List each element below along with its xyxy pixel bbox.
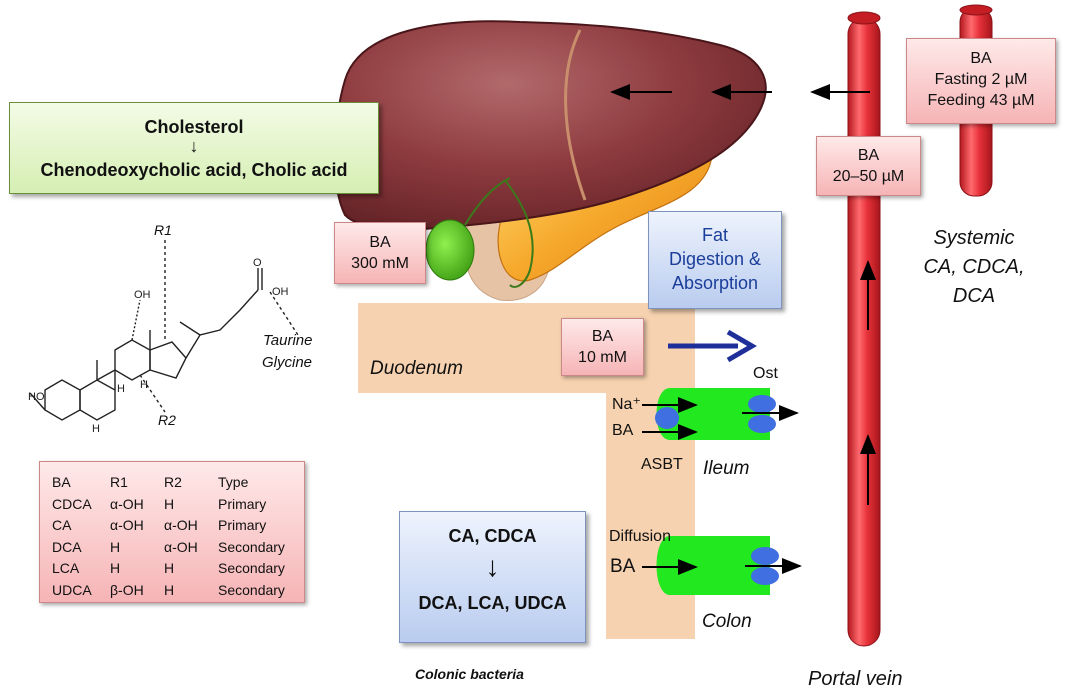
liver-ba-box: BA 300 mM — [334, 222, 426, 284]
duodenum-ba-box: BA 10 mM — [561, 318, 644, 376]
table-header-row: BA R1 R2 Type — [52, 472, 291, 494]
cell: LCA — [52, 560, 80, 577]
fat-label: Fat — [701, 225, 728, 245]
ileum-cell — [642, 388, 799, 440]
cell: UDCA — [52, 581, 92, 598]
cell: DCA — [52, 538, 82, 555]
liver — [333, 20, 767, 231]
table-row: DCA H α-OH Secondary — [52, 537, 291, 559]
portal-ba-value: 20–50 µM — [832, 168, 905, 185]
taurine-label: Taurine — [263, 332, 313, 349]
systemic-label: Systemic — [933, 227, 1015, 249]
systemic-acids-line2: DCA — [952, 285, 996, 307]
portal-vein-label: Portal vein — [808, 668, 903, 690]
portal-ba-label: BA — [857, 147, 880, 164]
absorption-label: Absorption — [671, 273, 759, 293]
systemic-ba-box: BA Fasting 2 µM Feeding 43 µM — [906, 38, 1056, 124]
table-row: CDCA α-OH H Primary — [52, 494, 291, 516]
oh-chain-label: OH — [272, 286, 289, 298]
cell: α-OH — [164, 538, 198, 555]
cell: CA — [52, 517, 72, 534]
cell: α-OH — [110, 517, 144, 534]
systemic-caption: Systemic CA, CDCA, DCA — [918, 224, 1030, 311]
table-row: LCA H H Secondary — [52, 558, 291, 580]
ost-label: Ost — [753, 365, 778, 382]
h-5-label: H — [92, 423, 100, 435]
liver-ba-label: BA — [369, 234, 391, 251]
cell: α-OH — [110, 495, 144, 512]
portal-ba-box: BA 20–50 µM — [816, 136, 921, 196]
r1-label: R1 — [154, 222, 172, 238]
cell: H — [164, 581, 175, 598]
colon-cell — [642, 536, 802, 595]
primary-ba-label: CA, CDCA — [448, 526, 537, 546]
cell: H — [110, 560, 121, 577]
o-carbonyl-label: O — [253, 257, 262, 269]
header-ba: BA — [52, 474, 71, 491]
ho-label: HO — [28, 391, 45, 403]
bile-acid-table-grid: BA R1 R2 Type CDCA α-OH H Primary CA α-O… — [52, 472, 291, 601]
duodenum-label: Duodenum — [370, 358, 463, 379]
colonic-bacteria-caption: Colonic bacteria — [415, 666, 524, 682]
secondary-ba-label: DCA, LCA, UDCA — [418, 593, 567, 613]
cell: Primary — [218, 517, 267, 534]
header-r2: R2 — [164, 474, 182, 491]
cell: β-OH — [110, 581, 144, 598]
header-r1: R1 — [110, 474, 128, 491]
h-14-label: H — [140, 379, 148, 391]
duodenum-blue-arrow — [668, 329, 757, 363]
diffusion-label: Diffusion — [609, 528, 671, 545]
gallbladder — [425, 219, 475, 281]
systemic-ba-label: BA — [970, 50, 992, 67]
table-row: UDCA β-OH H Secondary — [52, 580, 291, 602]
cell: H — [110, 538, 121, 555]
bile-acid-structure — [29, 240, 299, 421]
cholesterol-label: Cholesterol — [144, 117, 244, 137]
digestion-label: Digestion & — [668, 249, 762, 269]
cell: α-OH — [164, 517, 198, 534]
ileum-ba-label: BA — [612, 422, 634, 439]
duodenum-ba-value: 10 mM — [578, 349, 627, 366]
fasting-label: Fasting 2 µM — [934, 71, 1028, 88]
colon-ba-label: BA — [610, 556, 636, 577]
colon-label: Colon — [702, 611, 752, 632]
na-label: Na⁺ — [612, 396, 641, 413]
cell: Primary — [218, 495, 267, 512]
oh-12-label: OH — [134, 289, 151, 301]
glycine-label: Glycine — [262, 354, 313, 371]
systemic-acids-line1: CA, CDCA, — [923, 256, 1025, 278]
ileum-label: Ileum — [703, 458, 750, 479]
feeding-label: Feeding 43 µM — [927, 92, 1035, 109]
cell: Secondary — [218, 581, 285, 598]
cell: Secondary — [218, 560, 285, 577]
portal-vein — [847, 11, 881, 647]
down-arrow-icon: ↓ — [189, 136, 199, 156]
liver-ba-value: 300 mM — [351, 255, 409, 272]
colonic-bacteria-box: CA, CDCA ↓ DCA, LCA, UDCA — [399, 511, 586, 643]
table-row: CA α-OH α-OH Primary — [52, 515, 291, 537]
header-type: Type — [218, 474, 249, 491]
cholesterol-synthesis-box: Cholesterol ↓ Chenodeoxycholic acid, Cho… — [9, 102, 379, 194]
down-arrow-icon: ↓ — [485, 551, 500, 582]
primary-acids-label: Chenodeoxycholic acid, Cholic acid — [40, 160, 348, 180]
r2-label: R2 — [158, 412, 176, 428]
h-9-label: H — [117, 383, 125, 395]
duodenum-ba-label: BA — [591, 328, 614, 345]
fat-digestion-box: Fat Digestion & Absorption — [648, 211, 782, 309]
asbt-label: ASBT — [641, 456, 683, 473]
cell: H — [164, 560, 175, 577]
cell: Secondary — [218, 538, 285, 555]
cell: H — [164, 495, 175, 512]
cell: CDCA — [52, 495, 92, 512]
bile-acid-table: BA R1 R2 Type CDCA α-OH H Primary CA α-O… — [39, 461, 305, 603]
